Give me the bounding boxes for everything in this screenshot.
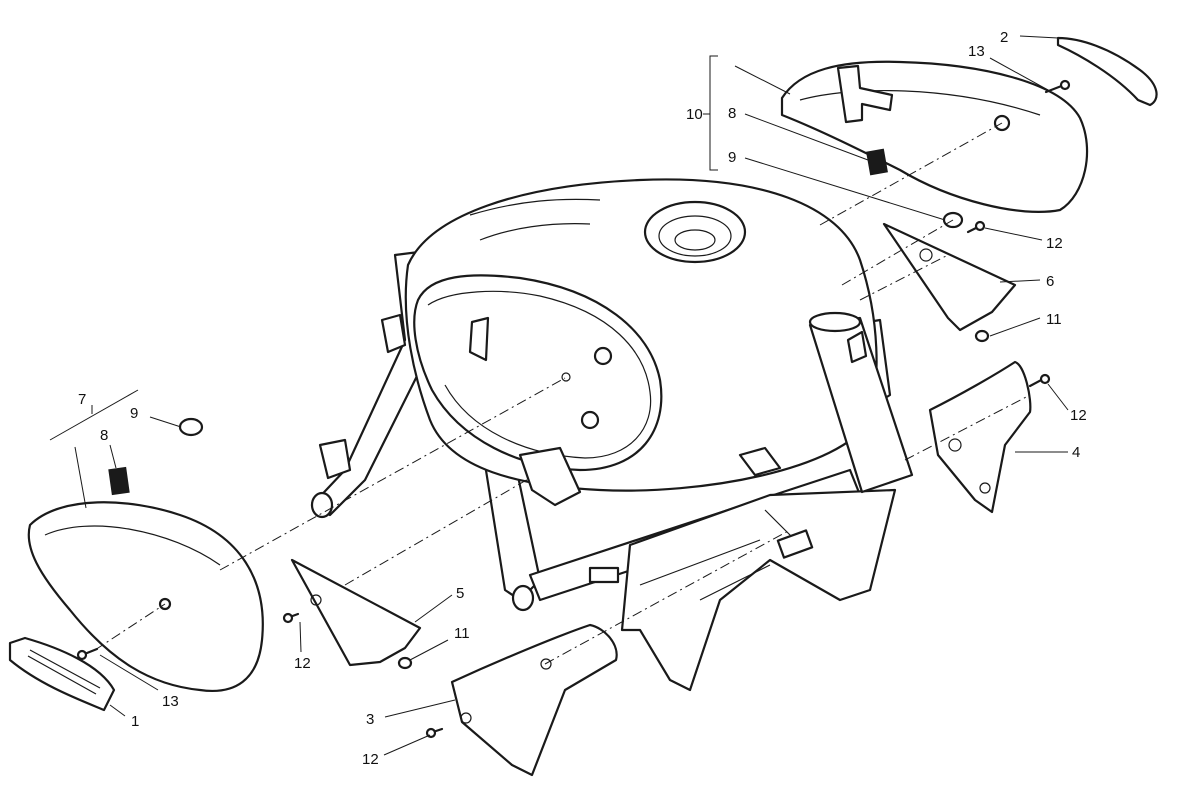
label-12-right: 12 [1070,407,1087,424]
part-2-right-badge [1056,36,1158,107]
part-7-left-side-cover [27,501,264,692]
label-1: 1 [131,713,139,730]
label-13-upper: 13 [968,43,985,60]
part-1-left-badge [8,636,116,712]
assembly-axes [94,122,1031,665]
label-9-upper: 9 [728,149,736,166]
label-6: 6 [1046,273,1054,290]
part-11-nut-upper [974,329,990,343]
part-8-insert-upper [866,148,888,176]
label-8-lower: 8 [100,427,108,444]
label-12-left: 12 [294,655,311,672]
part-10-right-side-cover [780,60,1089,213]
part-5-left-bracket [290,558,422,667]
part-8-insert-lower [108,466,130,496]
part-11-nut-lower [397,656,413,670]
part-9-grommet-lower [178,417,204,437]
lower-frame [588,488,897,692]
label-8-upper: 8 [728,105,736,122]
label-7: 7 [78,391,86,408]
label-10: 10 [686,106,703,123]
fuel-tank [404,178,878,507]
label-11-lower: 11 [454,625,470,642]
label-5: 5 [456,585,464,602]
callout-labels: 2 13 10 8 9 12 6 11 12 4 7 9 8 5 11 12 1… [78,29,1087,768]
part-3-left-lower-bracket [450,623,618,777]
part-4-lower-bracket [928,360,1032,514]
label-2: 2 [1000,29,1008,46]
part-6-upper-bracket [882,222,1017,332]
label-4: 4 [1072,444,1080,461]
leader-lines [49,35,1069,756]
steering-head-tube [808,311,914,494]
label-13-lower: 13 [162,693,179,710]
label-3: 3 [366,711,374,728]
label-12-bottom: 12 [362,751,379,768]
label-9-lower: 9 [130,405,138,422]
label-11-upper: 11 [1046,311,1062,328]
screws [76,79,1071,739]
label-12-upper: 12 [1046,235,1063,252]
